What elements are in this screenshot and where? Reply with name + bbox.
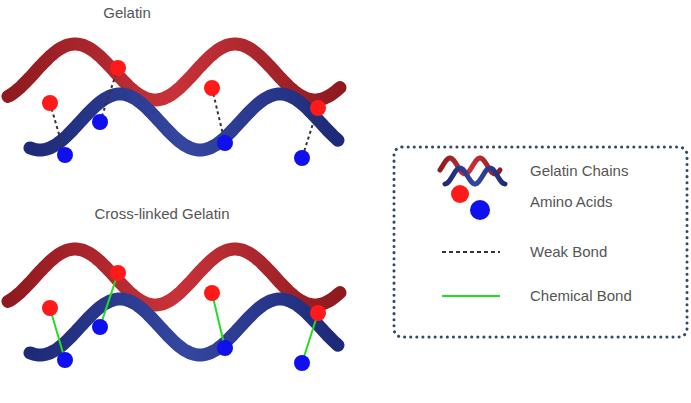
legend-chem-sample <box>442 295 500 297</box>
legend-text: Gelatin Chains <box>530 162 628 180</box>
legend-box <box>394 147 687 337</box>
legend-text: Chemical Bond <box>530 287 632 305</box>
legend-weak-sample <box>442 251 500 253</box>
legend-red-dot <box>451 185 469 203</box>
section-title: Cross-linked Gelatin <box>94 205 229 223</box>
section-title: Gelatin <box>103 4 151 22</box>
legend-blue-dot <box>470 200 490 220</box>
chemical-bonds <box>50 273 318 363</box>
legend-chain-sample <box>440 158 505 184</box>
chain-ribbon <box>30 299 338 355</box>
amino-acids <box>42 60 326 371</box>
chain-ribbon <box>445 168 505 184</box>
gelatin-chains <box>8 44 340 355</box>
chain-ribbon <box>30 94 338 150</box>
legend-text: Amino Acids <box>530 193 613 211</box>
legend-text: Weak Bond <box>530 243 607 261</box>
weak-bonds <box>50 68 318 158</box>
